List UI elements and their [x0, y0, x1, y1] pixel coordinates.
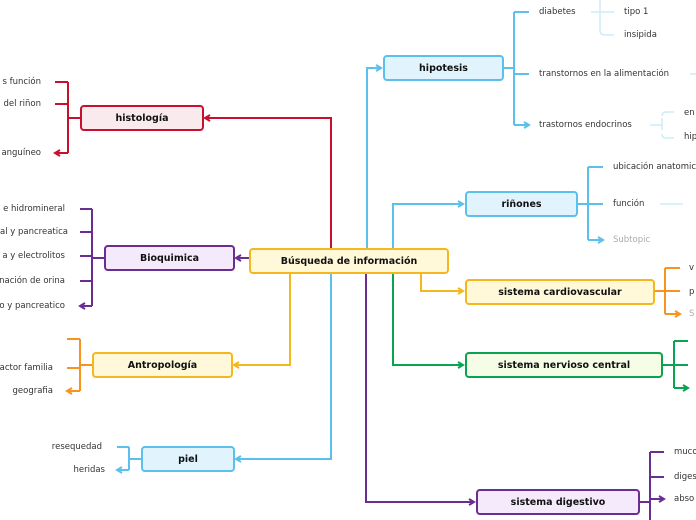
subtopic[interactable]: transtornos en la alimentación: [539, 69, 670, 79]
topic-cardiovascular[interactable]: sistema cardiovascular: [465, 279, 655, 305]
topic-rinones[interactable]: riñones: [465, 191, 578, 217]
subtopic[interactable]: función: [613, 199, 645, 209]
subtopic[interactable]: en: [684, 108, 695, 118]
subtopic[interactable]: heridas: [73, 465, 105, 475]
topic-label: hipotesis: [419, 62, 468, 74]
subtopic[interactable]: muco: [674, 447, 696, 457]
subtopic[interactable]: e hidromineral: [3, 204, 65, 214]
topic-nervioso[interactable]: sistema nervioso central: [465, 352, 663, 378]
subtopic[interactable]: nación de orina: [0, 276, 65, 286]
central-label: Búsqueda de información: [280, 255, 418, 267]
topic-piel[interactable]: piel: [141, 446, 235, 472]
topic-digestivo[interactable]: sistema digestivo: [476, 489, 640, 515]
subtopic[interactable]: tipo 1: [624, 7, 649, 17]
subtopic[interactable]: anguíneo: [1, 148, 41, 158]
topic-label: histología: [115, 112, 169, 124]
subtopic[interactable]: v: [689, 263, 695, 273]
central-topic[interactable]: Búsqueda de información: [249, 248, 449, 274]
topic-label: Bioquimica: [139, 252, 200, 264]
subtopic[interactable]: resequedad: [51, 442, 102, 452]
subtopic[interactable]: s función: [2, 77, 41, 87]
topic-label: Antropología: [127, 359, 198, 371]
subtopic[interactable]: geografia: [12, 386, 54, 396]
subtopic-placeholder[interactable]: S: [689, 309, 695, 319]
subtopic[interactable]: insipida: [624, 30, 657, 40]
subtopic[interactable]: del riñon: [3, 99, 41, 109]
topic-label: riñones: [501, 198, 542, 210]
subtopic[interactable]: diabetes: [539, 7, 576, 17]
topic-label: piel: [178, 453, 198, 465]
topic-hipotesis[interactable]: hipotesis: [383, 55, 504, 81]
subtopic[interactable]: abso: [674, 494, 695, 504]
subtopic-placeholder[interactable]: Subtopic: [613, 235, 651, 245]
topic-histologia[interactable]: histología: [80, 105, 204, 131]
subtopic[interactable]: al y pancreatica: [0, 227, 68, 237]
subtopic[interactable]: diges: [674, 472, 696, 482]
subtopic[interactable]: ubicación anatomic: [613, 162, 696, 172]
subtopic[interactable]: a y electrolitos: [2, 251, 65, 261]
topic-bioquimica[interactable]: Bioquimica: [104, 245, 235, 271]
topic-label: sistema digestivo: [510, 496, 606, 508]
subtopic[interactable]: actor familia: [0, 363, 53, 373]
topic-antropologia[interactable]: Antropología: [92, 352, 233, 378]
subtopic[interactable]: hip: [684, 132, 696, 142]
topic-label: sistema cardiovascular: [498, 286, 622, 298]
subtopic[interactable]: trastornos endocrinos: [539, 120, 632, 130]
subtopic[interactable]: o y pancreatico: [0, 301, 65, 311]
topic-label: sistema nervioso central: [497, 359, 631, 371]
subtopic[interactable]: p: [689, 287, 695, 297]
